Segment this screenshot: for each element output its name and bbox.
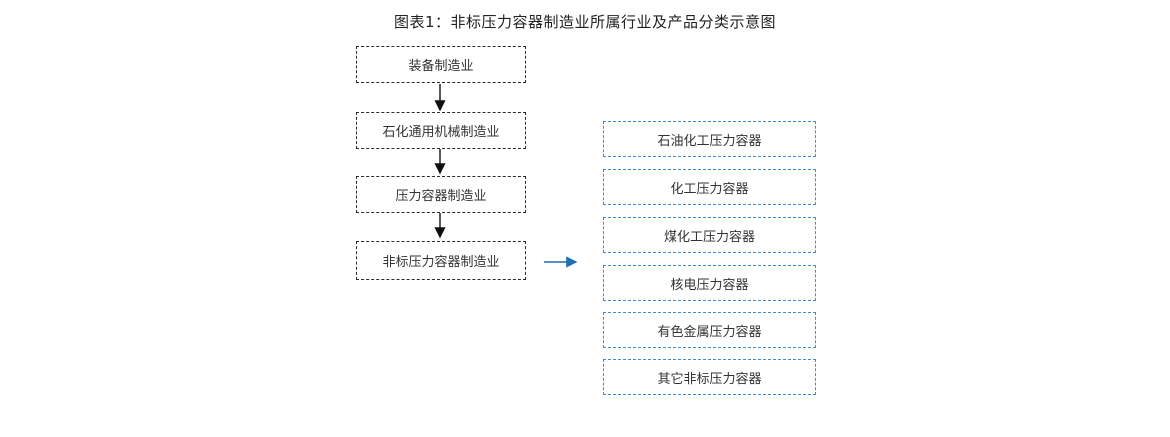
product-box-chemical: 化工压力容器	[603, 169, 816, 205]
product-box-label: 核电压力容器	[670, 277, 749, 293]
product-box-nuclear: 核电压力容器	[603, 265, 816, 301]
product-box-nonferrous-metal: 有色金属压力容器	[603, 312, 816, 348]
chain-box-pressure-vessel: 压力容器制造业	[356, 176, 526, 213]
product-box-other-nonstandard: 其它非标压力容器	[603, 359, 816, 395]
chain-box-equipment-manufacturing: 装备制造业	[356, 46, 526, 83]
product-box-label: 煤化工压力容器	[663, 229, 755, 245]
product-box-label: 其它非标压力容器	[657, 371, 762, 387]
chain-box-label: 装备制造业	[408, 59, 474, 74]
chain-box-petrochemical-machinery: 石化通用机械制造业	[356, 112, 526, 149]
chain-box-label: 非标压力容器制造业	[382, 255, 500, 270]
chain-box-nonstandard-pressure-vessel: 非标压力容器制造业	[356, 241, 526, 280]
diagram-title: 图表1：非标压力容器制造业所属行业及产品分类示意图	[393, 13, 777, 31]
product-box-label: 有色金属压力容器	[657, 324, 762, 340]
chain-box-label: 石化通用机械制造业	[382, 125, 500, 140]
chain-box-label: 压力容器制造业	[395, 189, 487, 204]
product-box-label: 化工压力容器	[670, 181, 749, 197]
product-box-petrochemical: 石油化工压力容器	[603, 121, 816, 157]
product-box-coal-chemical: 煤化工压力容器	[603, 217, 816, 253]
product-box-label: 石油化工压力容器	[657, 133, 762, 149]
